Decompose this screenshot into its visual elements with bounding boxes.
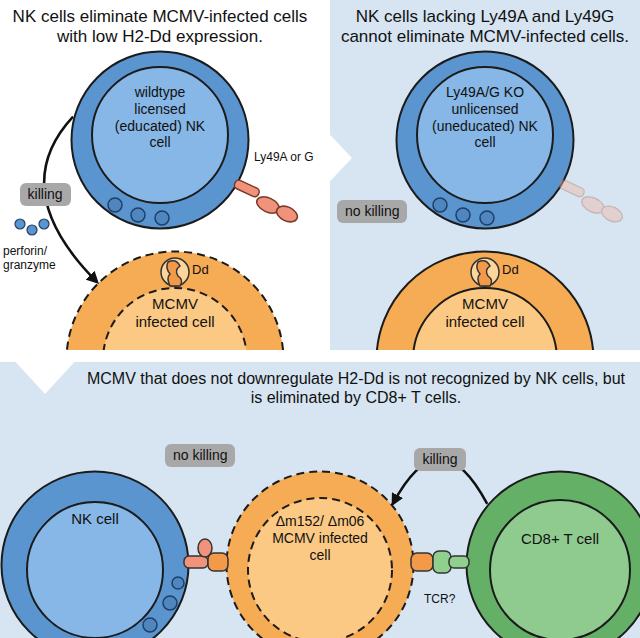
panel-arrow: [10, 336, 80, 394]
cell-label: MCMV infected cell: [445, 295, 525, 331]
annotation: Ly49A or G: [254, 150, 314, 164]
panel: NK cells eliminate MCMV-infected cells w…: [0, 0, 320, 350]
status-tag: no killing: [337, 200, 407, 223]
edge-tag: killing: [20, 183, 71, 206]
cell-label: MCMV infected cell: [135, 295, 215, 331]
cell-label: Δm152/ Δm06 MCMV infected cell: [272, 513, 368, 563]
cell-outline: [465, 470, 640, 638]
panel-heading: MCMV that does not downregulate H2-Dd is…: [80, 369, 632, 407]
panel-heading: NK cells eliminate MCMV-infected cells w…: [10, 7, 310, 48]
cell-outline: [0, 470, 190, 638]
granules: [108, 198, 494, 632]
panel-heading: NK cells lacking Ly49A and Ly49G cannot …: [335, 7, 635, 48]
cell-circle: Δm152/ Δm06 MCMV infected cell: [225, 470, 415, 638]
receptor-pair: [184, 539, 228, 571]
annotation: Dd: [192, 262, 209, 278]
annotation: TCR?: [424, 592, 455, 606]
cell-circle: NK cell: [0, 470, 190, 638]
cell-circle: wildtype licensed (educated) NK cell: [70, 50, 250, 230]
cell-label: NK cell: [55, 510, 135, 528]
status-tag: no killing: [165, 444, 235, 467]
ly49-receptor: [233, 179, 300, 225]
panel: MCMV that does not downregulate H2-Dd is…: [0, 362, 640, 638]
cell-label: Ly49A/G KO unlicensed (uneducated) NK ce…: [430, 84, 540, 151]
h2-dd-molecule: [161, 258, 499, 286]
cell-label: CD8+ T cell: [520, 530, 600, 548]
cell-circle: Ly49A/G KO unlicensed (uneducated) NK ce…: [395, 50, 575, 230]
cell-label: wildtype licensed (educated) NK cell: [110, 84, 210, 151]
cell-circle: CD8+ T cell: [465, 470, 640, 638]
perforin-granzyme: [15, 219, 49, 235]
annotation: Dd: [502, 262, 519, 278]
edge-tag: killing: [414, 448, 465, 471]
annotation: perforin/ granzyme: [3, 244, 65, 273]
tcr-mhc-pair: [411, 551, 469, 573]
ly49-receptor-absent: [558, 179, 625, 225]
panel: NK cells lacking Ly49A and Ly49G cannot …: [330, 0, 640, 350]
